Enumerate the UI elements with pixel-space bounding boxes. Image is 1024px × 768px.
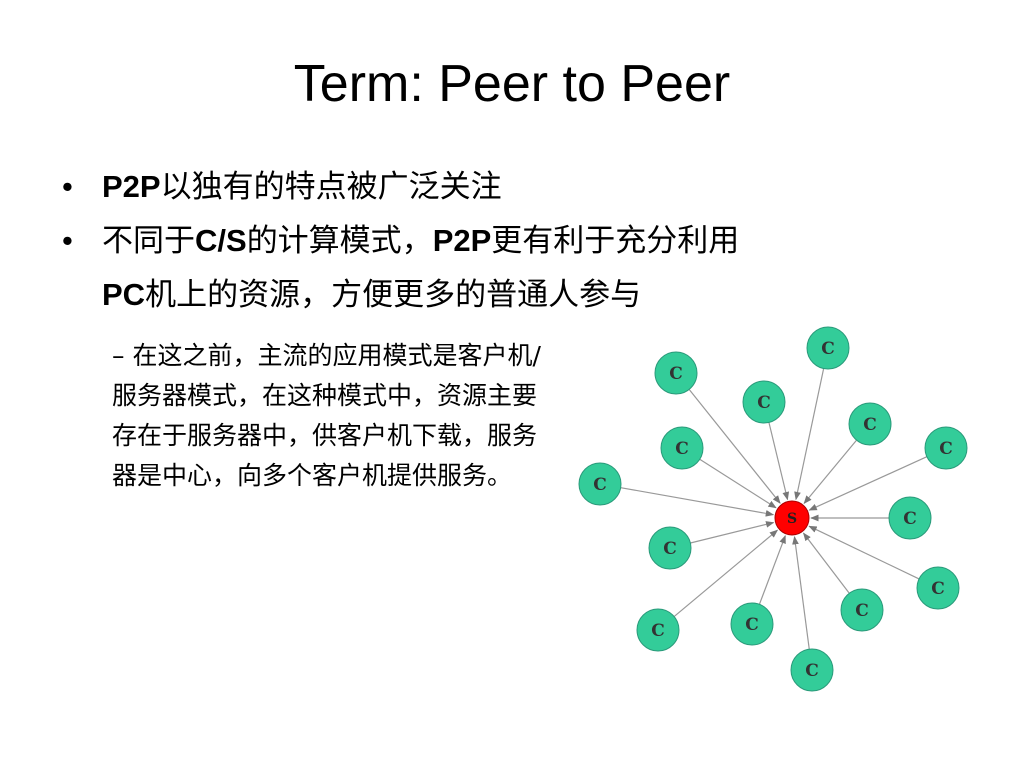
bullet-2-text-4: 机上的资源，方便更多的普通人参与 [145,277,642,313]
client-to-server-arrow [792,536,810,650]
client-node-circle [790,648,834,692]
bullet-2-strong-1: C/S [195,223,247,258]
client-node: C [742,380,786,424]
client-to-server-arrow [688,389,781,504]
bullet-item-1: • P2P以独有的特点被广泛关注 [60,160,960,214]
slide-title: Term: Peer to Peer [293,55,731,113]
client-node-circle [742,380,786,424]
client-node-label: C [855,601,869,621]
bullet-2-text-2: 的计算模式， [246,223,433,259]
client-node-label: C [821,339,835,359]
bullet-2-text-3: 更有利于充分利用 [491,223,740,259]
client-node: C [916,566,960,610]
client-node-circle [888,496,932,540]
client-node: C [840,588,884,632]
client-node-circle [924,426,968,470]
client-node: C [730,602,774,646]
client-node: C [888,496,932,540]
client-node-label: C [675,439,689,459]
bullet-2-strong-3: PC [102,277,146,312]
bullet-2-text-1: 不同于 [102,223,195,259]
client-to-server-arrow [802,532,850,594]
client-node-circle [840,588,884,632]
client-node: C [648,526,692,570]
client-node-circle [660,426,704,470]
client-to-server-arrow [808,456,928,511]
client-node: C [848,402,892,446]
client-node-label: C [939,439,953,459]
client-node-circle [730,602,774,646]
bullet-list: • P2P以独有的特点被广泛关注 • 不同于C/S的计算模式，P2P更有利于充分… [60,160,960,322]
diagram-edges [620,368,928,650]
client-node-label: C [931,579,945,599]
client-node: C [654,351,698,395]
client-node-circle [636,608,680,652]
diagram-nodes: C C C C C C C C C C C C C C S [578,326,968,692]
client-to-server-arrow [699,458,777,509]
bullet-marker: • [62,169,73,204]
bullet-item-2: • 不同于C/S的计算模式，P2P更有利于充分利用 PC机上的资源，方便更多的普通… [60,214,960,322]
client-to-server-arrow [690,521,775,544]
client-node-label: C [651,621,665,641]
client-node-label: C [863,415,877,435]
client-node-label: C [903,509,917,529]
bullet-1-text-1: 以独有的特点被广泛关注 [160,169,502,205]
client-node: C [578,462,622,506]
client-to-server-arrow [808,525,920,580]
client-node-circle [916,566,960,610]
bullet-2-strong-2: P2P [432,223,492,258]
client-node: C [924,426,968,470]
client-node-circle [648,526,692,570]
client-node-circle [578,462,622,506]
bullet-1-strong-1: P2P [102,169,161,204]
server-node-circle [774,500,810,536]
server-node-label: S [787,511,797,527]
client-to-server-arrow [768,422,790,501]
client-node-label: C [745,615,759,635]
bullet-marker: • [62,223,73,258]
client-node-label: C [663,539,677,559]
client-node: C [636,608,680,652]
sub-bullet-text: – 在这之前，主流的应用模式是客户机/服务器模式，在这种模式中，资源主要存在于服… [112,341,541,490]
server-node: S [774,500,810,536]
client-node-label: C [757,393,771,413]
client-node-circle [848,402,892,446]
client-node-circle [806,326,850,370]
client-node-label: C [669,364,683,384]
client-node-label: C [593,475,607,495]
client-node: C [660,426,704,470]
client-to-server-arrow [620,487,775,517]
client-to-server-arrow [673,529,779,617]
client-node-label: C [805,661,819,681]
client-node-circle [654,351,698,395]
client-node: C [806,326,850,370]
client-to-server-arrow [758,534,786,605]
client-to-server-arrow [803,439,858,505]
client-node: C [790,648,834,692]
client-to-server-arrow [794,368,825,501]
